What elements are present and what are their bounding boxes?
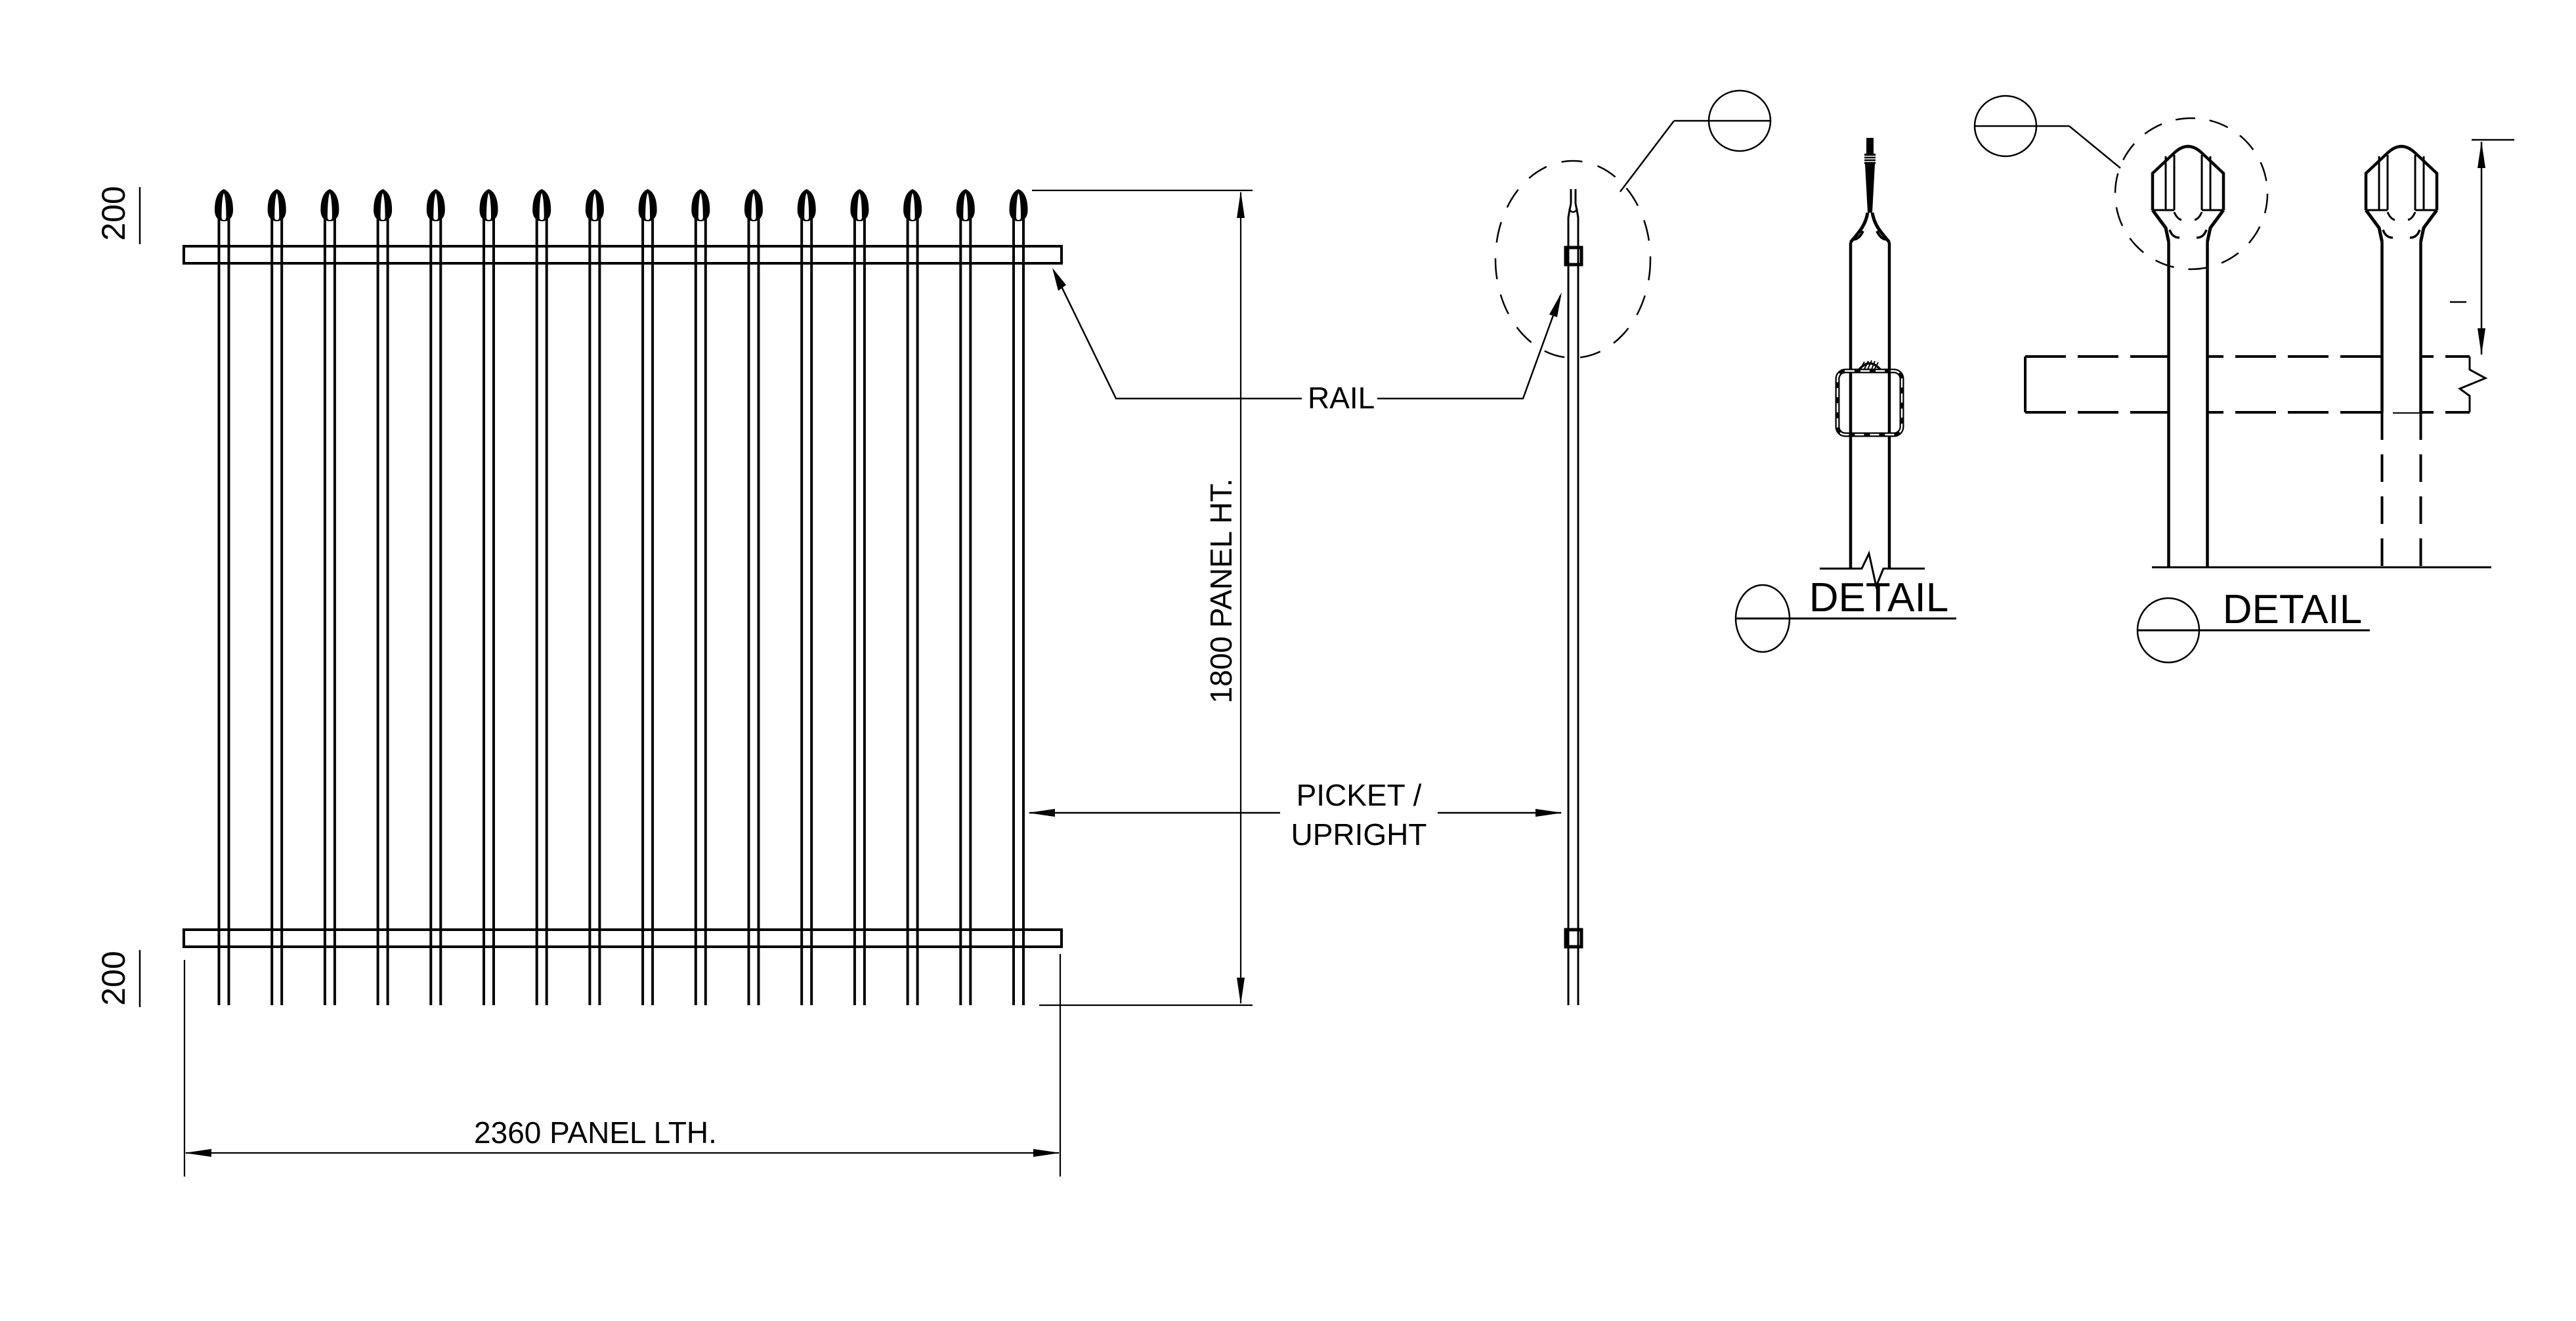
dimension-panel-length-2360: 2360 PANEL LTH.: [183, 954, 1062, 1177]
detail-view-rail-fixing: DETAIL: [2024, 117, 2514, 664]
spear-flare: [1574, 203, 1579, 219]
picket-front: [2153, 146, 2223, 567]
shaft-fill: [2382, 227, 2421, 412]
dimension-panel-height-1800: 1800 PANEL HT.: [1032, 189, 1253, 1007]
picket: [266, 188, 288, 1007]
side-elevation: [1494, 160, 1652, 1005]
label-picket-upright: PICKET / UPRIGHT: [1028, 778, 1562, 852]
detail-callout-bubble-top-fixing: [1620, 89, 1772, 192]
leader-arrow-left: [1052, 268, 1066, 291]
dim-text-200-bottom: 200: [95, 951, 132, 1005]
dimension-bottom-offset-200: 200: [95, 950, 141, 1007]
rail-clamp: [1835, 368, 1904, 437]
picket: [584, 188, 605, 1007]
bottom-rail: [182, 928, 1063, 948]
spear-point-tip: [1866, 138, 1874, 154]
picket: [796, 188, 817, 1007]
shaft-fill: [2168, 227, 2208, 567]
leader-line-right: [1377, 295, 1562, 400]
pickets: [213, 188, 1029, 1007]
rail-break-line: [2457, 357, 2488, 412]
detail-title: DETAIL: [1809, 575, 1948, 620]
crown-fill: [2366, 146, 2437, 231]
callout-leader: [2069, 125, 2121, 169]
crown-height-dimension: [2450, 139, 2514, 355]
break-line: [1820, 550, 1925, 590]
picket: [690, 188, 712, 1007]
callout-leader: [1620, 120, 1675, 192]
arrowhead-up: [1237, 191, 1245, 218]
detail-boundary-circle: [1494, 160, 1652, 359]
picket: [213, 188, 234, 1007]
picket-label-line2: UPRIGHT: [1291, 817, 1427, 852]
top-rail: [182, 245, 1063, 265]
dim-text-200-top: 200: [95, 186, 132, 240]
spear-flare: [1567, 203, 1572, 219]
picket: [319, 188, 341, 1007]
leader-arrow-right: [1535, 809, 1562, 817]
front-elevation: [182, 188, 1063, 1007]
crown-fill: [2153, 146, 2223, 231]
bottom-rail-section: [1564, 928, 1583, 949]
spear-shoulder: [1568, 208, 1579, 213]
arrowhead-left: [184, 1149, 211, 1157]
picket: [425, 188, 446, 1007]
leader-arrow-left: [1028, 809, 1055, 817]
neck-curl: [1851, 230, 1864, 241]
picket: [1008, 188, 1029, 1007]
label-rail: RAIL: [1052, 268, 1562, 415]
arrowhead-down: [1237, 978, 1245, 1005]
picket: [955, 188, 976, 1007]
arrowhead-down: [2478, 328, 2485, 355]
picket: [478, 188, 500, 1007]
picket: [531, 188, 553, 1007]
detail-view-top-fixing: DETAIL: [1734, 138, 1956, 653]
picket: [743, 188, 764, 1007]
rail-label-text: RAIL: [1308, 381, 1375, 415]
leader-line-left: [1052, 270, 1302, 400]
leader-arrow-right: [1549, 292, 1562, 317]
dim-text-1800: 1800 PANEL HT.: [1204, 479, 1238, 704]
picket-rear: [2366, 146, 2437, 567]
picket-label-line1: PICKET /: [1297, 778, 1422, 812]
top-rail-section: [1564, 246, 1583, 267]
arrowhead-right: [1033, 1149, 1060, 1157]
arrowhead-up: [2478, 141, 2485, 168]
spear-blade: [1865, 164, 1875, 213]
dim-text-2360: 2360 PANEL LTH.: [474, 1115, 717, 1150]
neck-curl: [1876, 230, 1889, 241]
picket: [849, 188, 870, 1007]
detail-callout-bubble-rail-fixing: [1973, 95, 2121, 169]
dimension-top-offset-200: 200: [95, 186, 141, 244]
rail-clamp-hidden-line: [1836, 370, 1903, 436]
detail-boundary-circle: [2114, 117, 2269, 271]
picket: [637, 188, 658, 1007]
detail-title: DETAIL: [2223, 587, 2362, 632]
picket: [372, 188, 394, 1007]
picket: [902, 188, 924, 1007]
